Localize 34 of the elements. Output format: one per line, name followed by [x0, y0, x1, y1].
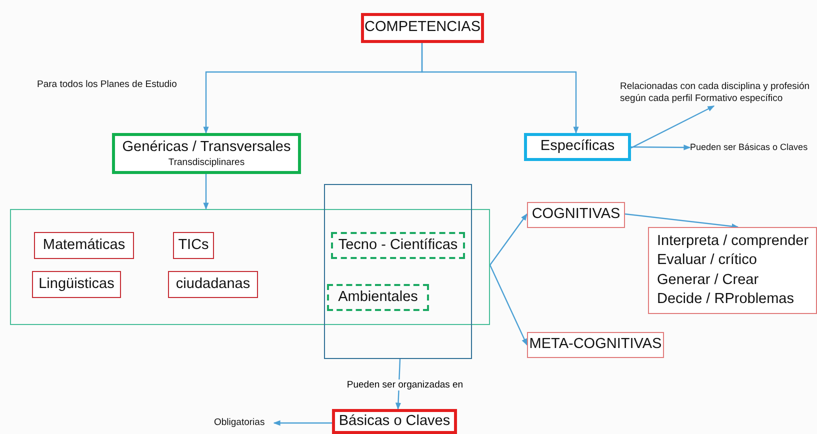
title-box: COMPETENCIAS	[361, 13, 484, 43]
category-box	[112, 133, 301, 174]
competency-box: Lingüisticas	[32, 271, 121, 298]
list-item: Interpreta / comprender	[657, 232, 809, 252]
arrow	[489, 264, 528, 346]
list-item: Evaluar / crítico	[657, 251, 757, 270]
group-frame	[324, 184, 472, 359]
list-item: Decide / RProblemas	[657, 290, 794, 309]
arrow	[631, 144, 691, 150]
arrow	[630, 105, 715, 149]
category-box: META-COGNITIVAS	[527, 332, 664, 358]
competency-box: Matemáticas	[34, 232, 134, 259]
group-frame	[10, 209, 490, 325]
arrow	[490, 213, 528, 266]
note-text: Para todos los Planes de Estudio	[37, 79, 177, 90]
arrow	[203, 174, 209, 210]
note-text: Relacionadas con cada disciplina y profesión según cada perfil Formativo específico	[620, 79, 817, 106]
competency-box: Tecno - Científicas	[331, 232, 465, 259]
list-box	[648, 227, 817, 314]
category-box: COGNITIVAS	[527, 202, 625, 228]
arrow	[421, 43, 579, 134]
note-text: Obligatorias	[214, 417, 274, 429]
competency-box: Ambientales	[327, 284, 429, 311]
competency-box: TICs	[173, 232, 214, 259]
arrow	[273, 420, 332, 426]
competency-box: ciudadanas	[168, 271, 258, 298]
note-text: Pueden ser Básicas o Claves	[690, 141, 817, 154]
list-item: Generar / Crear	[657, 270, 759, 290]
box-heading: Genéricas / Transversales	[122, 139, 291, 156]
box-subtitle: Transdisciplinares	[168, 156, 245, 168]
category-box: Específicas	[524, 133, 631, 161]
edge-label: Pueden ser organizadas en	[346, 380, 464, 390]
result-box: Básicas o Claves	[332, 409, 457, 434]
arrow	[624, 213, 739, 230]
